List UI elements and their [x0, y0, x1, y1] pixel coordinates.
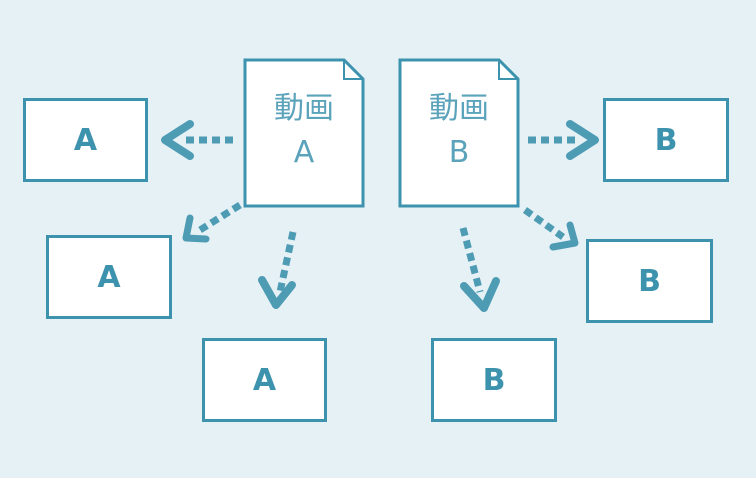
- video-b-document-shape: [398, 58, 520, 208]
- copy-b-box-1: B: [603, 98, 729, 182]
- video-a-fold-icon: [343, 60, 363, 80]
- copy-b-box-3: B: [431, 338, 557, 422]
- arrow-b-down-icon: [459, 227, 500, 312]
- arrow-a-left-icon: [161, 120, 233, 160]
- video-a-letter: A: [293, 135, 315, 170]
- arrow-b-lower-right-icon: [522, 207, 579, 251]
- copy-a-box-2: A: [46, 235, 172, 319]
- copy-a-box-3: A: [202, 338, 327, 422]
- video-a-title: 動画: [274, 91, 334, 126]
- copy-b-box-2: B: [586, 239, 713, 323]
- arrow-a-lower-left-icon: [182, 202, 242, 243]
- video-a-document-shape: [243, 58, 365, 208]
- copy-a-box-1: A: [23, 98, 148, 182]
- arrow-b-right-icon: [528, 120, 599, 160]
- arrow-a-down-icon: [258, 231, 297, 309]
- video-b-title: 動画: [429, 91, 489, 126]
- video-b-letter: B: [448, 135, 470, 170]
- video-b-fold-icon: [498, 60, 518, 80]
